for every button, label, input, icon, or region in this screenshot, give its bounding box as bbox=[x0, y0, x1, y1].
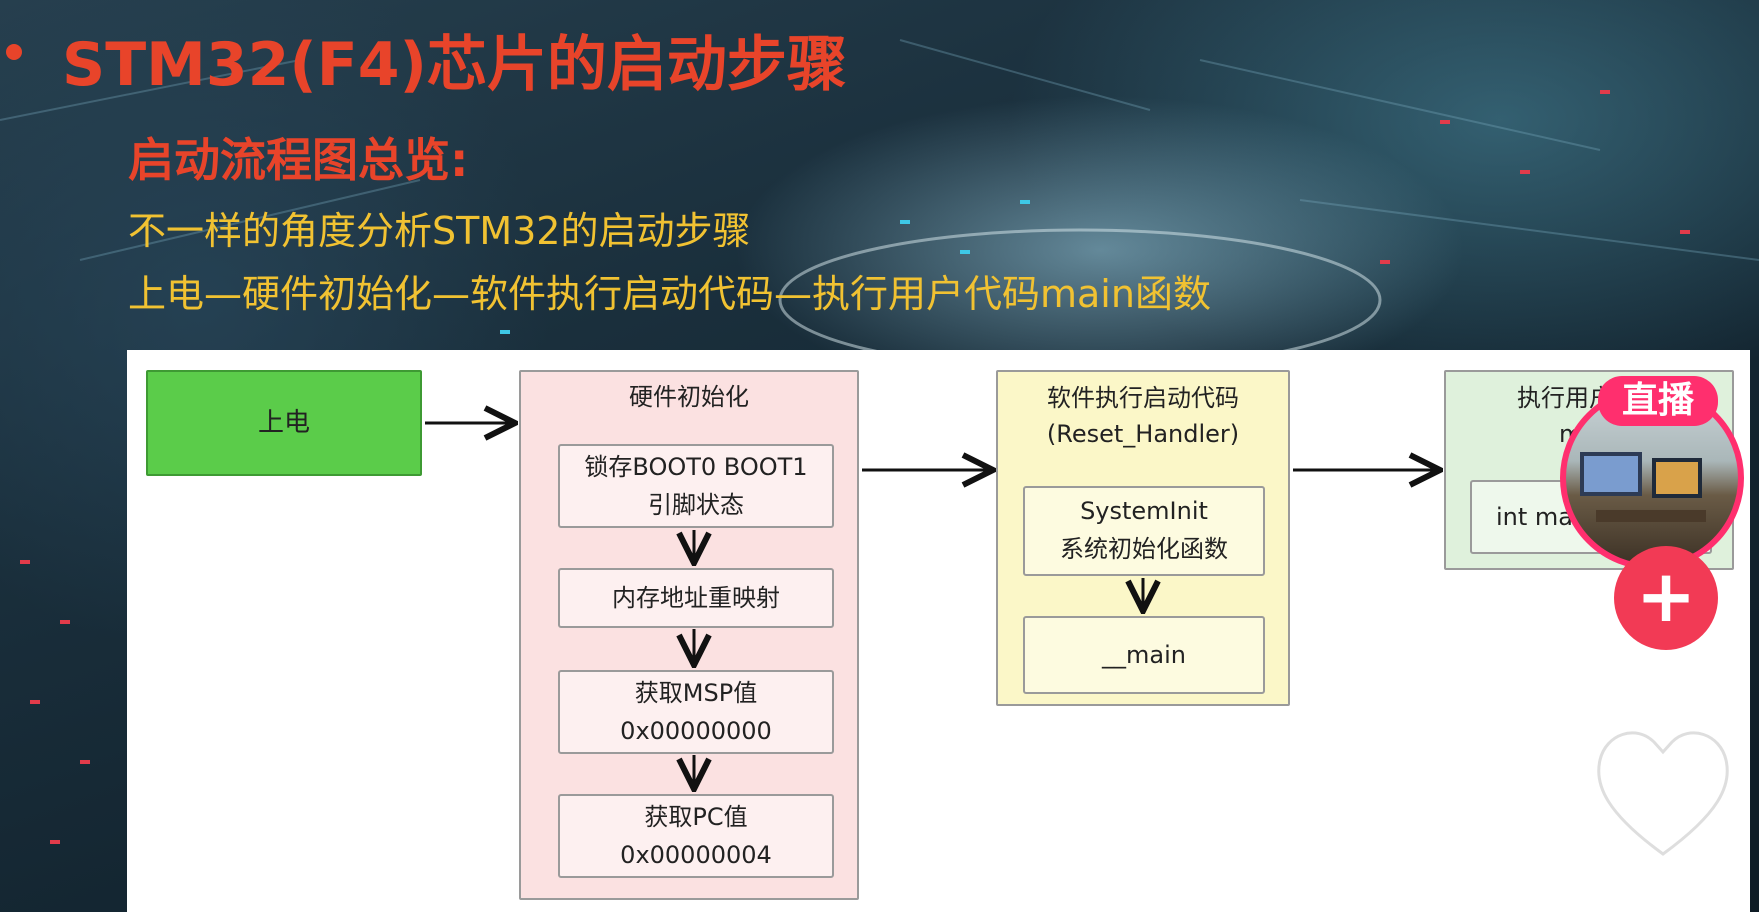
software-startup-box: 软件执行启动代码 (Reset_Handler) SystemInit 系统初始… bbox=[996, 370, 1290, 706]
get-pc-line1: 获取PC值 bbox=[644, 803, 748, 831]
main-entry-step: __main bbox=[1023, 616, 1265, 694]
power-on-box: 上电 bbox=[146, 370, 422, 476]
slide-subheading: 启动流程图总览: bbox=[128, 133, 469, 187]
main-entry-label: __main bbox=[1102, 641, 1186, 669]
live-label: 直播 bbox=[1598, 376, 1718, 426]
slide-flow-summary-line: 上电—硬件初始化—软件执行启动代码—执行用户代码main函数 bbox=[128, 272, 1211, 316]
get-msp-step: 获取MSP值 0x00000000 bbox=[558, 670, 834, 754]
power-on-label: 上电 bbox=[257, 408, 310, 438]
follow-plus-button[interactable]: + bbox=[1614, 546, 1718, 650]
title-bullet bbox=[6, 44, 22, 60]
memory-remap-step: 内存地址重映射 bbox=[558, 568, 834, 628]
hardware-init-title: 硬件初始化 bbox=[629, 383, 749, 411]
system-init-step: SystemInit 系统初始化函数 bbox=[1023, 486, 1265, 576]
like-heart-icon[interactable] bbox=[1588, 716, 1738, 866]
get-msp-line1: 获取MSP值 bbox=[634, 679, 758, 707]
get-pc-step: 获取PC值 0x00000004 bbox=[558, 794, 834, 878]
live-stream-badge[interactable]: 直播 + bbox=[1560, 376, 1759, 650]
latch-boot-pins-line1: 锁存BOOT0 BOOT1 bbox=[584, 453, 808, 481]
flowchart-arrows bbox=[425, 350, 1750, 912]
latch-boot-pins-line2: 引脚状态 bbox=[648, 491, 744, 519]
system-init-line2: 系统初始化函数 bbox=[1060, 535, 1228, 563]
desk-monitors-image bbox=[1580, 452, 1706, 522]
latch-boot-pins-step: 锁存BOOT0 BOOT1 引脚状态 bbox=[558, 444, 834, 528]
slide-description-line: 不一样的角度分析STM32的启动步骤 bbox=[128, 209, 751, 253]
slide-title: STM32(F4)芯片的启动步骤 bbox=[62, 30, 847, 100]
memory-remap-label: 内存地址重映射 bbox=[612, 584, 780, 612]
system-init-line1: SystemInit bbox=[1080, 497, 1208, 525]
software-startup-title-line1: 软件执行启动代码 bbox=[1047, 384, 1239, 412]
boot-flowchart: 上电 硬件初始化 锁存BOOT0 BOOT1 引脚状态 内存地址重映射 获取MS… bbox=[127, 350, 1750, 912]
software-startup-title-line2: (Reset_Handler) bbox=[1046, 420, 1240, 448]
get-msp-line2: 0x00000000 bbox=[620, 717, 772, 745]
get-pc-line2: 0x00000004 bbox=[620, 841, 772, 869]
